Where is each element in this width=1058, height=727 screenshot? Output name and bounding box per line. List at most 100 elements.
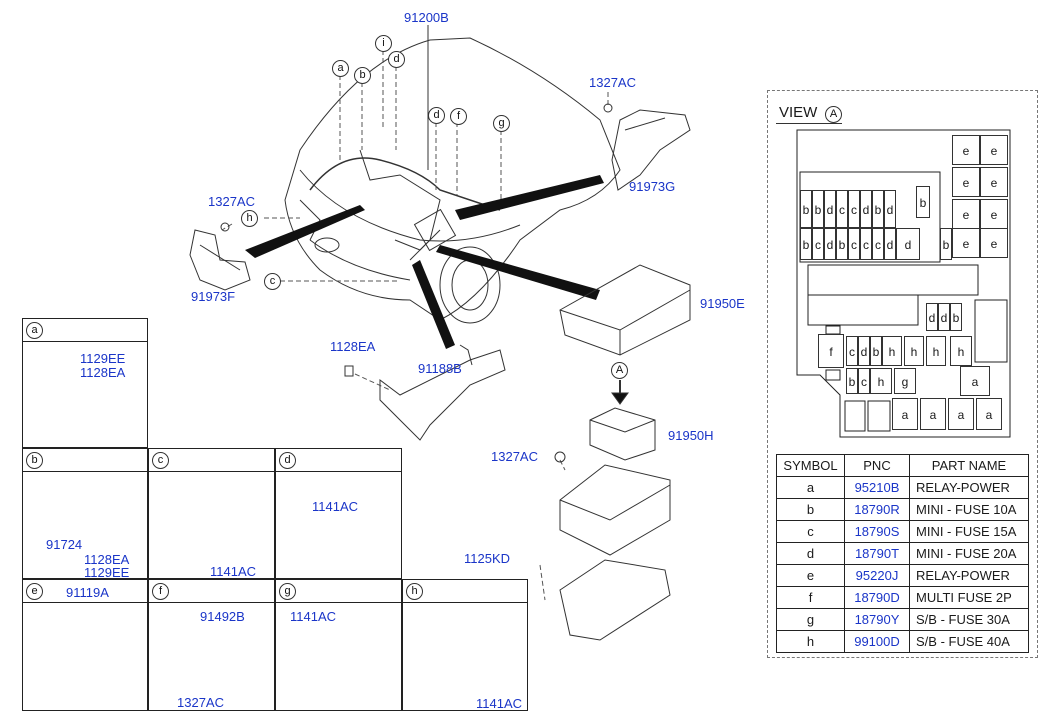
fuse-block-part-number[interactable]: 91950H (668, 428, 714, 443)
view-fuse-f-8: h (950, 336, 972, 366)
legend-header-pnc: PNC (844, 454, 910, 477)
panel-b-pn1[interactable]: 91724 (46, 537, 83, 552)
bracket-91188b (379, 349, 506, 441)
view-relay-e-6: e (980, 199, 1008, 229)
fuse-block-91950h (589, 407, 656, 461)
legend-pnc[interactable]: 18790Y (844, 608, 910, 631)
panel-c (148, 448, 275, 579)
hyundai-emblem (314, 237, 340, 253)
view-fuse-mid-3: b (950, 303, 962, 331)
legend-pnc[interactable]: 18790T (844, 542, 910, 565)
panel-b-pn3[interactable]: 1129EE (84, 565, 130, 580)
panel-a-letter: a (26, 322, 43, 339)
view-a-marker: A (825, 106, 842, 123)
fuse-box-lower (559, 464, 671, 556)
bolt-box-part-number[interactable]: 1125KD (464, 551, 511, 566)
callout-d-2: d (428, 107, 445, 124)
legend-header-symbol: SYMBOL (776, 454, 845, 477)
legend-row: h 99100D S/B - FUSE 40A (776, 630, 1029, 653)
legend-pnc[interactable]: 95220J (844, 564, 910, 587)
fuse-box-upper-part-number[interactable]: 91950E (700, 296, 745, 311)
front-wheel (439, 246, 501, 324)
legend-symbol: b (776, 498, 845, 521)
view-fuse-row5-1: b (846, 368, 858, 394)
legend-pnc[interactable]: 95210B (844, 476, 910, 499)
panel-e (22, 579, 148, 711)
panel-g-pn1[interactable]: 1141AC (290, 609, 337, 624)
panel-f-pn2[interactable]: 1327AC (177, 695, 224, 710)
view-fuse-r2-5: c (848, 228, 860, 260)
legend-row: a 95210B RELAY-POWER (776, 476, 1029, 499)
legend-pnc[interactable]: 99100D (844, 630, 910, 653)
callout-b: b (354, 67, 371, 84)
legend-part-name: RELAY-POWER (909, 476, 1029, 499)
cover-left-part-number[interactable]: 91973F (191, 289, 236, 304)
callout-c: c (264, 273, 281, 290)
view-fuse-r2-3: d (824, 228, 836, 260)
view-a-title-text: VIEW (779, 104, 818, 121)
cover-right-part-number[interactable]: 91973G (629, 179, 676, 194)
nut-part-number-left[interactable]: 1327AC (208, 194, 255, 209)
nut-box-part-number[interactable]: 1327AC (491, 449, 538, 464)
legend-symbol: h (776, 630, 845, 653)
legend-pnc[interactable]: 18790S (844, 520, 910, 543)
panel-a-pn1[interactable]: 1129EE (80, 351, 126, 366)
view-fuse-r2-4: b (836, 228, 848, 260)
panel-d-header (275, 448, 402, 472)
legend-part-name: MINI - FUSE 20A (909, 542, 1029, 565)
callout-d-1: d (388, 51, 405, 68)
callout-h: h (241, 210, 258, 227)
panel-g-letter: g (279, 583, 296, 600)
view-fuse-r2-1: b (800, 228, 812, 260)
view-relay-e-1: e (952, 135, 980, 165)
view-fuse-r2-9: d (896, 228, 920, 260)
legend-row: c 18790S MINI - FUSE 15A (776, 520, 1029, 543)
panel-c-header (148, 448, 275, 472)
panel-a-pn2[interactable]: 1128EA (80, 365, 126, 380)
view-a-frame (767, 90, 1038, 658)
view-relay-e-8: e (980, 228, 1008, 258)
bracket-part-number[interactable]: 91188B (418, 361, 462, 376)
panel-a-header (22, 318, 148, 342)
legend-pnc[interactable]: 18790D (844, 586, 910, 609)
panel-f-pn1[interactable]: 91492B (200, 609, 245, 624)
panel-e-pn1[interactable]: 91119A (66, 585, 109, 600)
view-a-title: VIEW (779, 104, 817, 121)
view-fuse-f-6: h (904, 336, 924, 366)
view-fuse-r1-3: d (824, 190, 836, 228)
harness-part-number[interactable]: 91200B (404, 10, 449, 25)
view-relay-a-top: a (960, 366, 990, 396)
legend-row: g 18790Y S/B - FUSE 30A (776, 608, 1029, 631)
panel-h-header (402, 579, 528, 603)
nut-part-number-top[interactable]: 1327AC (589, 75, 636, 90)
panel-d-letter: d (279, 452, 296, 469)
view-fuse-single-b: b (916, 186, 930, 218)
view-fuse-r1-4: c (836, 190, 848, 228)
legend-pnc[interactable]: 18790R (844, 498, 910, 521)
panel-h-pn1[interactable]: 1141AC (476, 696, 523, 711)
panel-b-pn2[interactable]: 1128EA (84, 552, 130, 567)
view-fuse-r1-8: d (884, 190, 896, 228)
pointer-band-bracket (412, 260, 455, 349)
view-relay-a-1: a (892, 398, 918, 430)
view-fuse-row5-3: h (870, 368, 892, 394)
legend-part-name: MINI - FUSE 15A (909, 520, 1029, 543)
panel-d-pn1[interactable]: 1141AC (312, 499, 359, 514)
view-fuse-mid-2: d (938, 303, 950, 331)
cover-91973g (611, 109, 691, 191)
legend-part-name: RELAY-POWER (909, 564, 1029, 587)
panel-e-letter: e (26, 583, 43, 600)
view-a-title-underline (776, 123, 842, 124)
panel-c-pn1[interactable]: 1141AC (210, 564, 257, 579)
legend-symbol: d (776, 542, 845, 565)
legend-row: f 18790D MULTI FUSE 2P (776, 586, 1029, 609)
bracket-bolt-part-number[interactable]: 1128EA (330, 339, 376, 354)
view-marker-circle: A (611, 362, 628, 379)
view-fuse-single-b2: b (940, 228, 952, 260)
view-fuse-row5-4: g (894, 368, 916, 394)
legend-row: e 95220J RELAY-POWER (776, 564, 1029, 587)
panel-b-header (22, 448, 148, 472)
panel-h (402, 579, 528, 711)
view-relay-e-2: e (980, 135, 1008, 165)
